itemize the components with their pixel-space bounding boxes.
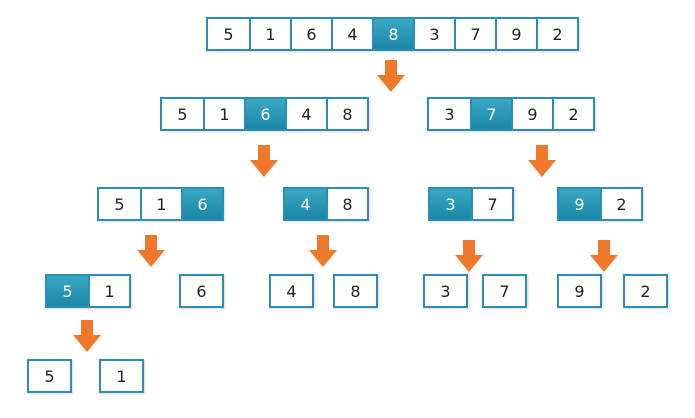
array-cell: 4 <box>331 19 372 49</box>
array-cell: 7 <box>471 189 512 219</box>
array-cell: 8 <box>326 99 367 129</box>
array-cell: 2 <box>552 99 593 129</box>
pivot-cell: 9 <box>559 189 600 219</box>
array-box: 1 <box>99 359 144 393</box>
down-arrow-icon <box>250 145 278 177</box>
down-arrow-icon <box>137 235 165 267</box>
down-arrow-icon <box>377 60 405 92</box>
array-cell: 7 <box>454 19 495 49</box>
array-cell: 1 <box>88 276 129 306</box>
array-cell: 5 <box>114 194 125 214</box>
array-cell: 5 <box>177 104 188 124</box>
array-cell: 3 <box>444 104 455 124</box>
array-cell: 9 <box>495 19 536 49</box>
pivot-cell: 6 <box>244 99 285 129</box>
array-cell: 4 <box>286 281 297 301</box>
array-cell: 5 <box>44 366 55 386</box>
array-cell: 3 <box>413 19 454 49</box>
array-box: 6 <box>179 274 224 308</box>
pivot-cell: 4 <box>285 189 326 219</box>
array-box: 5 <box>27 359 72 393</box>
down-arrow-icon <box>73 320 101 352</box>
array-cell: 5 <box>223 24 234 44</box>
array-cell: 9 <box>574 281 585 301</box>
array-cell: 2 <box>640 281 651 301</box>
down-arrow-icon <box>455 240 483 272</box>
array-cell: 1 <box>140 189 181 219</box>
array-cell: 9 <box>511 99 552 129</box>
pivot-cell: 8 <box>372 19 413 49</box>
down-arrow-icon <box>528 145 556 177</box>
array-box: 2 <box>623 274 668 308</box>
pivot-cell: 7 <box>470 99 511 129</box>
array-cell: 2 <box>600 189 641 219</box>
array-cell: 1 <box>203 99 244 129</box>
array-cell: 6 <box>290 19 331 49</box>
array-cell: 6 <box>196 281 207 301</box>
down-arrow-icon <box>309 235 337 267</box>
array-box: 3 <box>423 274 468 308</box>
pivot-cell: 6 <box>181 189 222 219</box>
array-cell: 1 <box>116 366 127 386</box>
array-cell: 2 <box>536 19 577 49</box>
array-box: 4 <box>269 274 314 308</box>
pivot-cell: 3 <box>430 189 471 219</box>
down-arrow-icon <box>590 240 618 272</box>
array-box: 8 <box>333 274 378 308</box>
array-cell: 1 <box>249 19 290 49</box>
array-cell: 8 <box>350 281 361 301</box>
array-cell: 7 <box>499 281 510 301</box>
pivot-cell: 5 <box>47 276 88 306</box>
array-box: 9 <box>557 274 602 308</box>
array-cell: 8 <box>326 189 367 219</box>
array-cell: 4 <box>285 99 326 129</box>
array-box: 7 <box>482 274 527 308</box>
array-cell: 3 <box>440 281 451 301</box>
